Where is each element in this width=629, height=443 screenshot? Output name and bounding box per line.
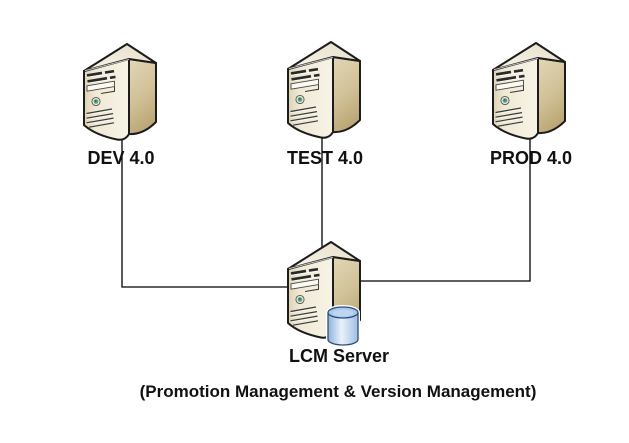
database-cylinder-icon: [326, 305, 360, 347]
server-tower-icon: [492, 42, 566, 144]
node-label-prod: PROD 4.0: [489, 148, 573, 168]
node-label-dev: DEV 4.0: [87, 148, 155, 168]
connector-dev-lcm: [121, 136, 293, 288]
connector-prod-lcm: [356, 136, 531, 282]
diagram-caption: (Promotion Management & Version Manageme…: [139, 382, 537, 401]
server-tower-icon: [83, 43, 157, 145]
node-label-test: TEST 4.0: [286, 148, 364, 168]
node-label-lcm: LCM Server: [288, 346, 390, 366]
server-tower-icon: [287, 41, 361, 143]
